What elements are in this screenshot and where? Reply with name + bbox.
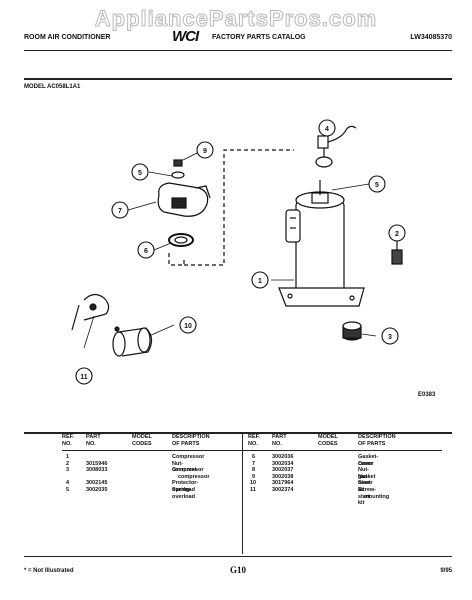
footer-rule (24, 556, 452, 557)
col-part-1: PART (86, 434, 101, 440)
col-ref-r1: REF. (248, 434, 260, 440)
callout-9 (196, 141, 214, 159)
start-kit-drawing (71, 293, 153, 357)
compressor-drawing (278, 180, 365, 307)
diagram-code: E0383 (418, 392, 436, 398)
callout-7 (111, 201, 129, 219)
col-desc-r1: DESCRIPTION (358, 434, 396, 440)
callout-4 (318, 119, 336, 137)
page-number: G10 (230, 565, 247, 575)
callout-label-5b: 5 (138, 170, 142, 177)
exploded-parts-diagram: 1 2 3 4 5 5 6 7 9 10 11 (71, 119, 406, 385)
table-divider (242, 434, 243, 554)
catalog-date: 9/95 (440, 568, 452, 574)
col-ref-r2: NO. (248, 440, 258, 447)
model-label: MODEL AC058L1A1 (24, 84, 81, 90)
col-desc-2: OF PARTS (172, 440, 200, 447)
col-desc-1: DESCRIPTION (172, 434, 210, 440)
callouts (75, 119, 406, 385)
col-desc-r2: OF PARTS (358, 440, 386, 447)
callout-label-9: 9 (203, 148, 207, 155)
callout-6 (137, 241, 155, 259)
col-part-r1: PART (272, 434, 287, 440)
callout-label-10: 10 (184, 323, 192, 330)
catalog-header: ROOM AIR CONDITIONER WCI FACTORY PARTS C… (24, 28, 452, 45)
col-ref-1: REF. (62, 434, 74, 440)
callout-3 (381, 327, 399, 345)
doc-number: LW34085370 (410, 34, 452, 41)
callout-label-11: 11 (80, 374, 88, 381)
callout-label-3: 3 (388, 334, 392, 341)
callout-label-6: 6 (144, 248, 148, 255)
header-title: ROOM AIR CONDITIONER (24, 34, 111, 41)
col-model-2: CODES (132, 440, 152, 447)
callout-label-5: 5 (375, 182, 379, 189)
callout-10 (179, 316, 197, 334)
col-ref-2: NO. (62, 440, 72, 447)
callout-5 (368, 175, 386, 193)
callout-label-2: 2 (395, 231, 399, 238)
table-top-rule (24, 432, 452, 434)
col-model-r2: CODES (318, 440, 338, 447)
col-part-r2: NO. (272, 440, 282, 447)
table-header-rule (62, 450, 442, 451)
col-part-2: NO. (86, 440, 96, 447)
not-illustrated-note: * = Not Illustrated (24, 568, 74, 574)
callout-11 (75, 367, 93, 385)
callout-1 (251, 271, 269, 289)
callout-label-4: 4 (325, 126, 329, 133)
col-model-r1: MODEL (318, 434, 338, 440)
brand-logo: WCI (172, 28, 199, 45)
callout-2 (388, 224, 406, 242)
col-model-1: MODEL (132, 434, 152, 440)
callout-label-7: 7 (118, 208, 122, 215)
start-kit-cover-drawing (157, 182, 211, 217)
callout-label-1: 1 (258, 278, 262, 285)
catalog-title: FACTORY PARTS CATALOG (212, 34, 306, 41)
model-rule (24, 78, 452, 80)
watermark-text: AppliancePartsPros.com (94, 6, 378, 32)
header-rule (24, 50, 452, 51)
callout-5b (131, 163, 149, 181)
